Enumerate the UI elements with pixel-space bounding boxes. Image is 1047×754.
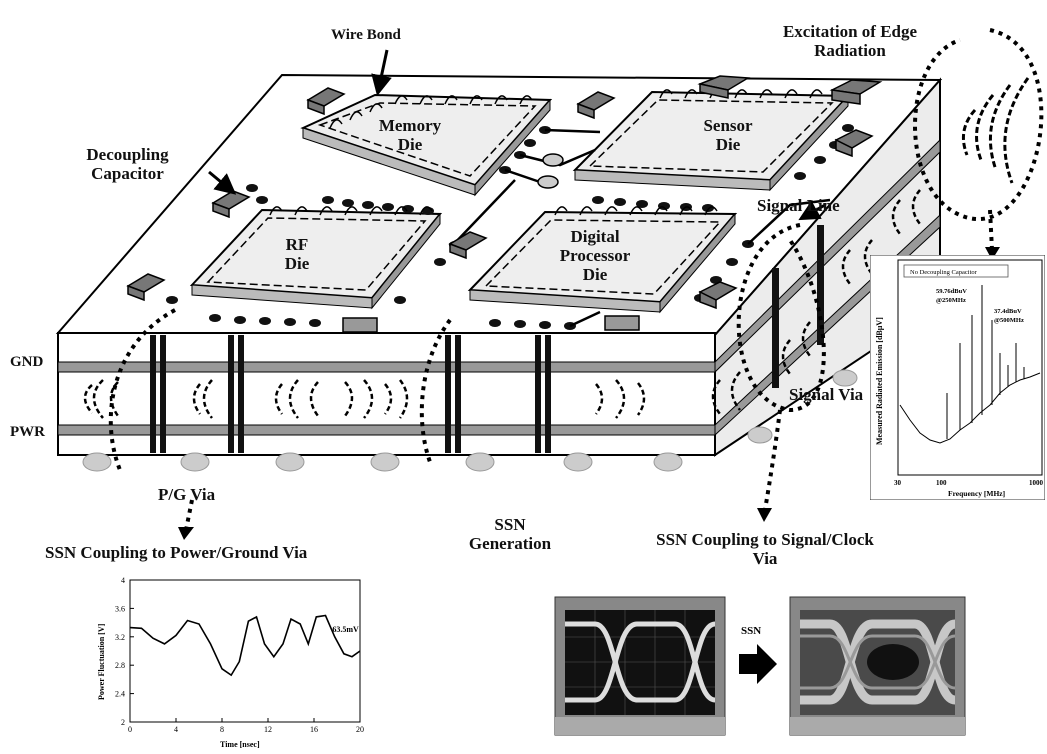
- power-fluctuation-ylabel: Power Fluctuation [V]: [97, 623, 106, 700]
- gnd-plane: [58, 362, 715, 372]
- emission-ann2-line1: 37.4dBuV: [994, 308, 1022, 315]
- decoupling-capacitor-label: Decoupling Capacitor: [70, 145, 185, 183]
- sensor-die-label: Sensor Die: [673, 116, 783, 154]
- ssn-signal-clock-label: SSN Coupling to Signal/Clock Via: [615, 530, 915, 568]
- eye-diagram-before: [555, 597, 725, 735]
- power-fluctuation-xtick-label: 20: [356, 725, 364, 734]
- power-fluctuation-xtick-label: 0: [128, 725, 132, 734]
- emission-ann1-line1: 59.76dBuV: [936, 288, 967, 295]
- ssn-power-ground-label: SSN Coupling to Power/Ground Via: [45, 543, 307, 562]
- emission-xtick: 100: [936, 479, 947, 487]
- emission-spectrum-chart: No Decoupling Capacitor 59.76dBuV @250MH…: [870, 255, 1045, 500]
- signal-line-label: Signal Line: [757, 196, 840, 215]
- ssn-transition-arrow: SSN: [739, 625, 777, 684]
- emission-ylabel: Measured Radiated Emission [dBμV]: [875, 317, 884, 445]
- power-fluctuation-ytick-label: 2.8: [115, 661, 125, 670]
- power-fluctuation-xtick-label: 4: [174, 725, 178, 734]
- emission-xtick: 1000: [1029, 479, 1044, 487]
- eye-diagram-after: [790, 597, 965, 735]
- emission-xtick: 30: [894, 479, 902, 487]
- memory-die-label: Memory Die: [355, 116, 465, 154]
- rf-die-label: RF Die: [262, 235, 332, 273]
- power-fluctuation-xtick-label: 16: [310, 725, 318, 734]
- power-fluctuation-xtick-label: 8: [220, 725, 224, 734]
- emission-legend: No Decoupling Capacitor: [910, 269, 978, 276]
- power-fluctuation-xtick-label: 12: [264, 725, 272, 734]
- emission-ann1-line2: @250MHz: [936, 297, 966, 304]
- eye-diagrams: SSN: [545, 592, 1030, 742]
- power-fluctuation-ytick-label: 2.4: [115, 690, 125, 699]
- ssn-arrow-label: SSN: [741, 625, 761, 637]
- edge-radiation-label: Excitation of Edge Radiation: [765, 22, 935, 60]
- power-fluctuation-annotation: 63.5mV: [332, 625, 359, 634]
- power-fluctuation-ytick-label: 4: [121, 576, 125, 585]
- signal-via-label: Signal Via: [789, 385, 863, 404]
- digital-processor-die-label: Digital Processor Die: [540, 227, 650, 284]
- power-fluctuation-xlabel: Time [nsec]: [220, 740, 260, 749]
- power-fluctuation-ytick-label: 2: [121, 718, 125, 727]
- edge-radiation-arcs: [963, 78, 1028, 183]
- power-fluctuation-chart: 2 2.4 2.8 3.2 3.6 4 0 4 8 12 16 20 63.5mV Power Fl…: [90, 572, 375, 749]
- power-fluctuation-plot-area: [130, 580, 360, 722]
- emission-ann2-line2: @500MHz: [994, 317, 1024, 324]
- emission-xlabel: Frequency [MHz]: [948, 489, 1005, 498]
- power-fluctuation-ytick-label: 3.6: [115, 604, 125, 613]
- gnd-label: GND: [10, 354, 43, 371]
- power-fluctuation-ytick-label: 3.2: [115, 633, 125, 642]
- wire-bond-label: Wire Bond: [331, 27, 401, 44]
- pwr-label: PWR: [10, 424, 45, 441]
- pg-via-label: P/G Via: [158, 485, 215, 504]
- ssn-generation-label: SSN Generation: [455, 515, 565, 553]
- pwr-plane: [58, 425, 715, 435]
